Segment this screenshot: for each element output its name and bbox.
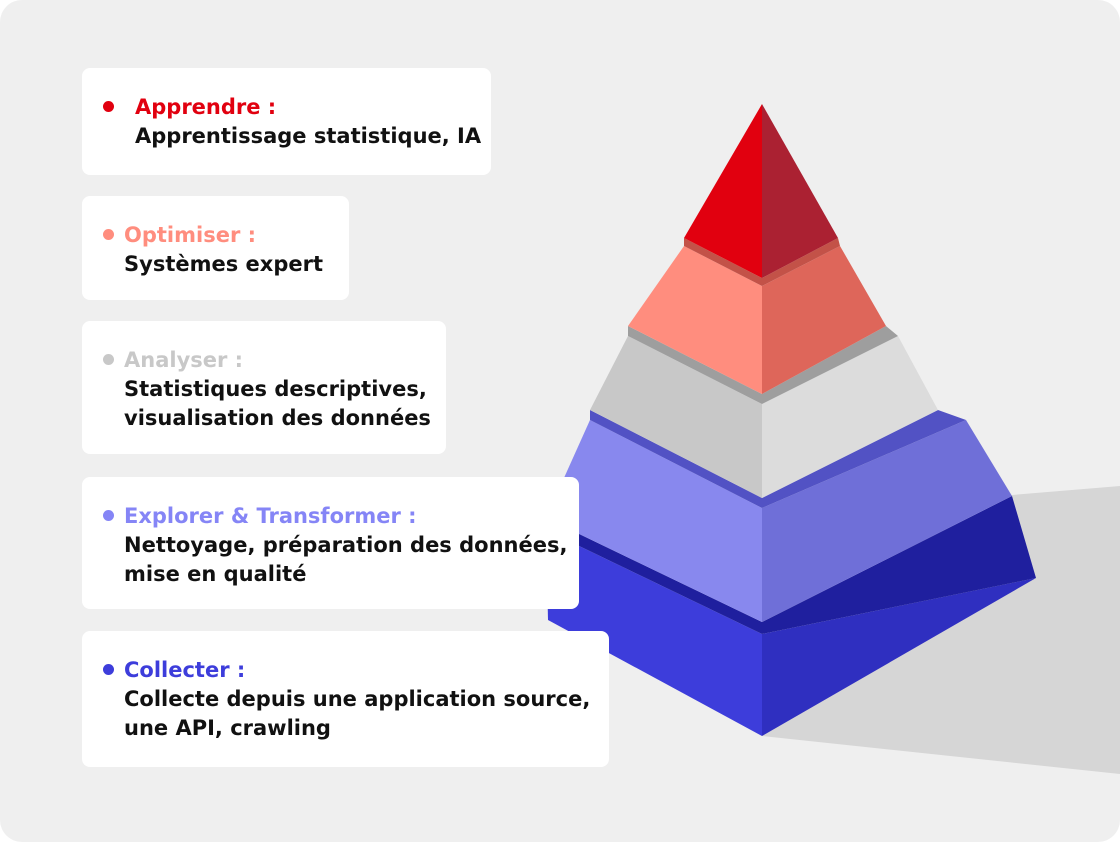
- level-card-collecter: Collecter : Collecte depuis une applicat…: [82, 631, 609, 767]
- level-title: Optimiser :: [124, 223, 257, 247]
- level-card-optimiser: Optimiser : Systèmes expert: [82, 196, 349, 300]
- tier-collecter-right-face: [762, 578, 1036, 736]
- bullet-dot: [103, 510, 114, 521]
- tier-optimiser-left-face: [628, 246, 762, 394]
- level-card-analyser: Analyser : Statistiques descriptives, vi…: [82, 321, 446, 454]
- level-title: Collecter :: [124, 658, 246, 682]
- tier-analyser-left-face: [590, 336, 762, 498]
- bullet-dot: [103, 101, 114, 112]
- tier-explorer-right-face: [762, 420, 1012, 622]
- level-description: Apprentissage statistique, IA: [135, 124, 482, 148]
- bullet-dot: [103, 229, 114, 240]
- level-description: Collecte depuis une application source, …: [124, 687, 591, 740]
- tier-apprendre-left-face: [684, 104, 762, 278]
- level-card-explorer-transformer: Explorer & Transformer : Nettoyage, prép…: [82, 477, 579, 609]
- level-title: Apprendre :: [135, 95, 277, 119]
- tier-apprendre-right-face: [762, 104, 838, 278]
- level-description: Systèmes expert: [124, 252, 323, 276]
- tier-collecter-left-face: [546, 530, 762, 736]
- tier-optimiser-ridge: [684, 238, 840, 286]
- bullet-dot: [103, 354, 114, 365]
- tier-collecter-ridge: [546, 496, 1036, 634]
- level-title: Analyser :: [124, 348, 244, 372]
- level-description: Nettoyage, préparation des données, mise…: [124, 533, 568, 586]
- tier-optimiser-right-face: [762, 246, 886, 394]
- tier-explorer-ridge: [590, 410, 966, 508]
- tier-analyser-right-face: [762, 336, 938, 498]
- tier-explorer-left-face: [546, 420, 762, 622]
- level-description: Statistiques descriptives, visualisation…: [124, 377, 431, 430]
- bullet-dot: [103, 664, 114, 675]
- level-card-apprendre: Apprendre : Apprentissage statistique, I…: [82, 68, 491, 175]
- level-title: Explorer & Transformer :: [124, 504, 417, 528]
